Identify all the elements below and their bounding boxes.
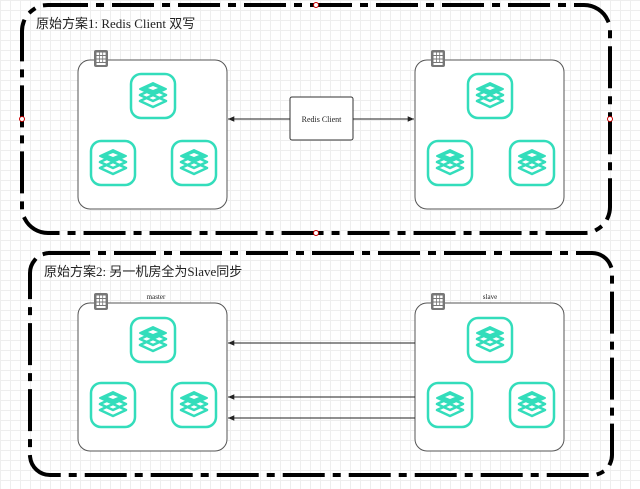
redis-icon: [466, 72, 514, 120]
redis-icon: [508, 139, 556, 187]
redis-icon: [426, 381, 474, 429]
server-rack-icon: [94, 50, 108, 67]
redis-icon: [466, 316, 514, 364]
redis-icon: [89, 381, 137, 429]
section1-anchor-right: [607, 116, 613, 122]
server-rack-icon: [431, 50, 445, 67]
redis-icon: [89, 139, 137, 187]
redis-icon: [129, 72, 177, 120]
redis-icon: [170, 139, 218, 187]
master-label: master: [147, 293, 166, 301]
redis-icon: [129, 316, 177, 364]
section1-anchor-top: [313, 2, 319, 8]
section1-anchor-left: [19, 116, 25, 122]
redis-icon: [508, 381, 556, 429]
section2-group-border: [28, 251, 614, 477]
redis-icon: [426, 139, 474, 187]
server-rack-icon: [94, 293, 108, 310]
server-rack-icon: [431, 293, 445, 310]
redis-icon: [170, 381, 218, 429]
slave-label: slave: [483, 293, 497, 301]
redis-client-label: Redis Client: [302, 115, 343, 124]
section1-title: 原始方案1: Redis Client 双写: [36, 16, 195, 31]
section2-title: 原始方案2: 另一机房全为Slave同步: [44, 264, 242, 279]
section1-anchor-bottom: [313, 230, 319, 236]
